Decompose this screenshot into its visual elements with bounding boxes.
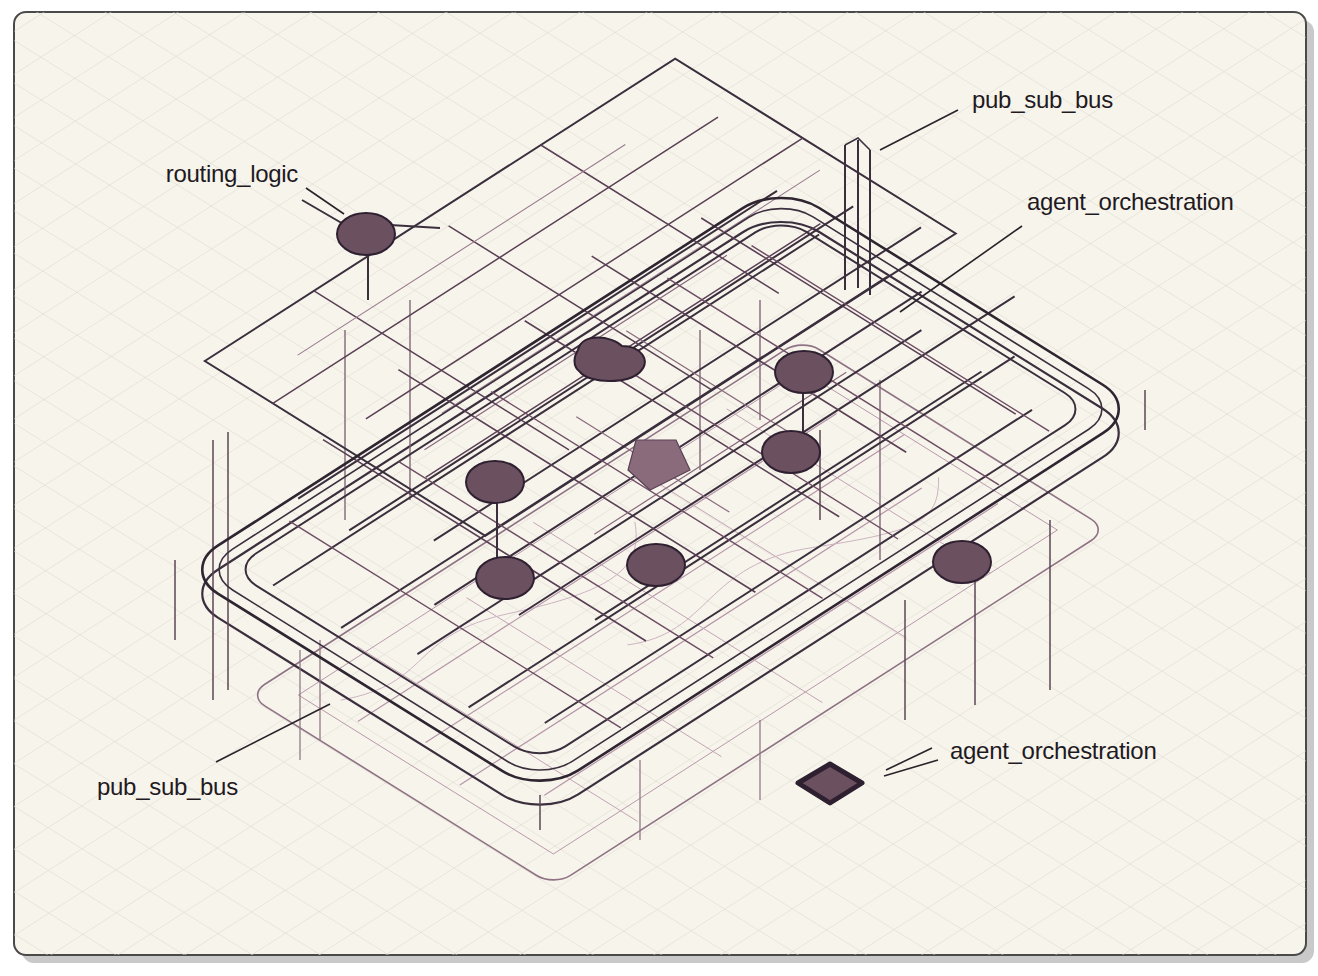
junction-dot <box>762 431 820 473</box>
junction-dot <box>933 541 991 583</box>
leader-line <box>884 760 938 776</box>
main-ring <box>231 216 1091 763</box>
lower-layer <box>248 339 1108 886</box>
upper-layer <box>205 59 956 536</box>
main-ring <box>273 234 1066 739</box>
vertical-panels <box>175 138 1145 840</box>
junction-dot <box>775 351 833 393</box>
main-ring <box>180 184 1141 795</box>
vertical-panels <box>175 432 540 830</box>
vertical-panels <box>820 390 1145 720</box>
wire-layer <box>230 132 1125 700</box>
leader-line <box>900 226 1022 312</box>
junction-dot <box>302 200 991 803</box>
leader-line <box>216 110 1022 776</box>
lower-layer <box>248 339 1108 886</box>
vertical-panels <box>345 300 880 560</box>
main-ring <box>289 235 1066 728</box>
upper-layer <box>298 96 820 429</box>
vertical-panels <box>845 140 870 295</box>
junction-dot <box>575 338 645 382</box>
callout-label: agent_orchestration <box>1027 188 1233 217</box>
upper-layer <box>205 59 956 536</box>
iso-grid <box>14 12 1306 955</box>
upper-layer <box>205 59 956 536</box>
callout-label: pub_sub_bus <box>97 773 238 802</box>
callout-label: pub_sub_bus <box>972 86 1113 115</box>
leader-line <box>216 704 330 762</box>
main-ring <box>200 197 1120 782</box>
junction-dot <box>628 440 690 490</box>
junction-dot <box>476 557 534 599</box>
callout-label: agent_orchestration <box>950 737 1156 766</box>
wire-layer <box>306 197 1024 652</box>
leader-line <box>306 188 344 214</box>
lower-layer <box>341 398 963 795</box>
lower-layer <box>358 403 1007 817</box>
junction-dot <box>627 544 685 586</box>
main-ring <box>180 184 1141 795</box>
vertical-panels <box>300 640 760 840</box>
junction-dot <box>337 213 395 255</box>
junction-dot <box>798 764 862 803</box>
leader-line <box>886 748 932 770</box>
wire-layer <box>230 132 1125 700</box>
callout-label: routing_logic <box>166 160 298 189</box>
isometric-illustration <box>14 12 1306 955</box>
vertical-panels <box>845 138 870 150</box>
iso-grid <box>14 12 1306 955</box>
upper-layer <box>205 59 956 536</box>
leader-line <box>880 110 958 150</box>
junction-dot <box>466 461 524 503</box>
lower-layer <box>248 339 1108 886</box>
wire-layer <box>425 255 931 577</box>
iso-grid <box>14 12 1306 955</box>
main-ring <box>180 184 1141 795</box>
